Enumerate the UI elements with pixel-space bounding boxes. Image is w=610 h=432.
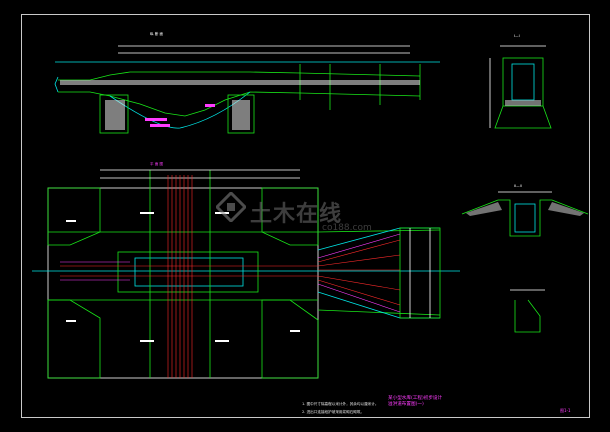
title-block: 某小型水库(工程)初步设计 溢洪道布置图(一): [388, 396, 442, 408]
plan-red-lines: [60, 175, 401, 378]
profile-title: 纵 断 面: [150, 32, 164, 36]
note-line-2: 2. 进出口连接段护坡采用浆砌石砌筑。: [302, 410, 365, 414]
section-2-title: II—II: [514, 184, 522, 188]
section-1-hatch: [505, 100, 541, 106]
plan-magenta-lines: [60, 233, 401, 313]
section-1-title: I—I: [514, 34, 520, 38]
plan-view: [32, 169, 460, 379]
drawing-frame: [21, 14, 590, 418]
watermark: 土木在线 co188.com: [216, 192, 372, 233]
section-1: [489, 45, 552, 129]
sheet-number: 图1-1: [560, 408, 571, 413]
watermark-subtext: co188.com: [322, 223, 372, 233]
watermark-text: 土木在线: [250, 202, 343, 227]
title-block-line-1: 某小型水库(工程)初步设计: [388, 396, 443, 401]
section-2-hatch: [466, 202, 584, 216]
watermark-logo-icon: [216, 192, 246, 222]
detail-section: [510, 289, 545, 333]
plan-title: 平 面 图: [150, 162, 164, 166]
plan-labels: [66, 212, 300, 342]
profile-magenta-marks: [145, 104, 215, 127]
title-block-line-2: 溢洪道布置图(一): [388, 402, 424, 407]
note-line-1: 1. 图中尺寸除高程以米计外，其余均以厘米计。: [302, 402, 379, 406]
profile-hatching: [60, 80, 420, 130]
section-2: [461, 191, 589, 237]
